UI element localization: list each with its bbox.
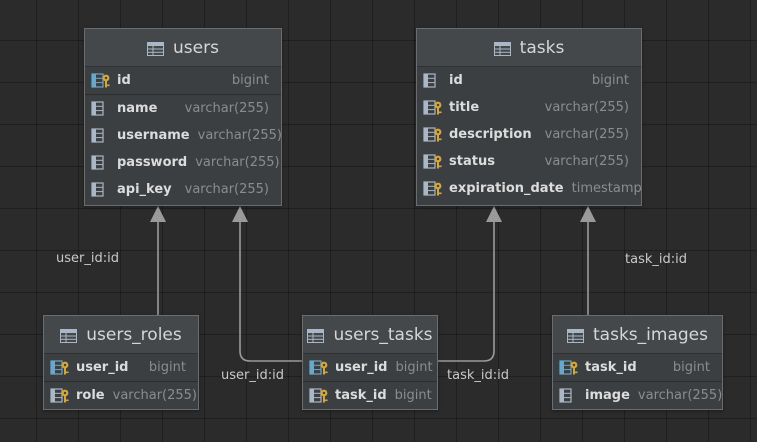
primary-key-icon xyxy=(559,359,579,376)
column-type: varchar(255) xyxy=(544,100,629,115)
column-type: varchar(255) xyxy=(112,388,197,403)
column-name: task_id xyxy=(335,388,387,403)
column-type: varchar(255) xyxy=(195,155,280,170)
table-icon xyxy=(60,328,78,343)
arrowhead-tasks-right xyxy=(580,206,596,222)
primary-key-icon xyxy=(309,359,329,376)
column-icon xyxy=(91,154,111,171)
column-name: id xyxy=(449,73,463,88)
edge-users-tasks-to-users xyxy=(239,222,304,362)
column-row[interactable]: title varchar(255) xyxy=(417,94,641,121)
column-row[interactable]: name varchar(255) xyxy=(85,95,281,122)
column-row[interactable]: image varchar(255) xyxy=(553,382,722,409)
column-row[interactable]: api_key varchar(255) xyxy=(85,176,281,203)
column-name: expiration_date xyxy=(449,181,564,196)
primary-key-icon xyxy=(50,359,70,376)
column-row[interactable]: id bigint xyxy=(85,67,281,95)
key-column-icon xyxy=(423,153,443,170)
column-type: timestamp xyxy=(571,181,642,196)
column-row[interactable]: password varchar(255) xyxy=(85,149,281,176)
column-name: api_key xyxy=(117,182,172,197)
column-name: task_id xyxy=(585,360,637,375)
column-type: varchar(255) xyxy=(637,388,723,403)
column-name: username xyxy=(117,128,190,143)
column-type: varchar(255) xyxy=(184,182,269,197)
table-users[interactable]: users id bigint name varchar(255) username va… xyxy=(84,28,282,206)
column-type: bigint xyxy=(672,360,710,375)
column-icon xyxy=(559,387,579,404)
column-row[interactable]: status varchar(255) xyxy=(417,148,641,175)
edge-label-tasks-images: task_id:id xyxy=(625,252,687,267)
table-tasks-images[interactable]: tasks_images task_id bigint image varchar(2… xyxy=(552,315,723,410)
column-icon xyxy=(91,127,111,144)
table-header[interactable]: users xyxy=(85,29,281,67)
column-icon xyxy=(423,72,443,89)
column-name: user_id xyxy=(335,360,388,375)
column-name: title xyxy=(449,100,480,115)
column-row[interactable]: id bigint xyxy=(417,67,641,94)
column-type: bigint xyxy=(148,360,186,375)
column-name: user_id xyxy=(76,360,129,375)
table-header[interactable]: users_roles xyxy=(44,316,198,354)
column-type: varchar(255) xyxy=(544,154,629,169)
column-type: varchar(255) xyxy=(184,101,269,116)
column-row[interactable]: role varchar(255) xyxy=(44,382,198,409)
column-type: bigint xyxy=(395,360,433,375)
column-row[interactable]: expiration_date timestamp xyxy=(417,175,642,202)
column-row[interactable]: user_id bigint xyxy=(44,354,198,382)
key-column-icon xyxy=(423,126,443,143)
edge-label-users-roles: user_id:id xyxy=(56,251,119,266)
table-users-roles[interactable]: users_roles user_id bigint role varchar(255… xyxy=(43,315,199,410)
column-name: description xyxy=(449,127,532,142)
edge-label-users-tasks-task: task_id:id xyxy=(447,368,509,383)
column-row[interactable]: description varchar(255) xyxy=(417,121,641,148)
table-header[interactable]: users_tasks xyxy=(303,316,437,354)
edge-label-users-tasks-user: user_id:id xyxy=(221,368,284,383)
table-header[interactable]: tasks_images xyxy=(553,316,722,354)
column-name: image xyxy=(585,388,630,403)
column-name: status xyxy=(449,154,495,169)
column-type: varchar(255) xyxy=(544,127,629,142)
column-name: id xyxy=(117,73,131,88)
arrowhead-users-left xyxy=(150,206,166,222)
column-row[interactable]: task_id bigint xyxy=(553,354,722,382)
column-type: bigint xyxy=(394,388,432,403)
column-type: bigint xyxy=(231,73,269,88)
column-row[interactable]: username varchar(255) xyxy=(85,122,282,149)
edge-users-tasks-to-tasks xyxy=(437,222,495,362)
table-title: users xyxy=(173,37,219,58)
table-title: tasks_images xyxy=(593,324,708,345)
table-title: users_tasks xyxy=(333,324,433,345)
table-icon xyxy=(147,41,165,56)
column-type: bigint xyxy=(591,73,629,88)
table-title: users_roles xyxy=(86,324,182,345)
table-icon xyxy=(567,328,585,343)
primary-key-icon xyxy=(91,72,111,89)
key-column-icon xyxy=(423,180,443,197)
column-row[interactable]: task_id bigint xyxy=(303,382,437,409)
key-column-icon xyxy=(423,99,443,116)
key-column-icon xyxy=(309,387,329,404)
column-row[interactable]: user_id bigint xyxy=(303,354,437,382)
column-type: varchar(255) xyxy=(197,128,282,143)
arrowhead-users-right xyxy=(232,206,248,222)
table-icon xyxy=(493,41,511,56)
column-name: name xyxy=(117,101,158,116)
column-icon xyxy=(91,181,111,198)
table-title: tasks xyxy=(519,37,565,58)
table-header[interactable]: tasks xyxy=(417,29,641,67)
table-icon xyxy=(307,328,325,343)
column-name: password xyxy=(117,155,188,170)
column-icon xyxy=(91,100,111,117)
column-name: role xyxy=(76,388,105,403)
arrowhead-tasks-left xyxy=(486,206,502,222)
key-column-icon xyxy=(50,387,70,404)
